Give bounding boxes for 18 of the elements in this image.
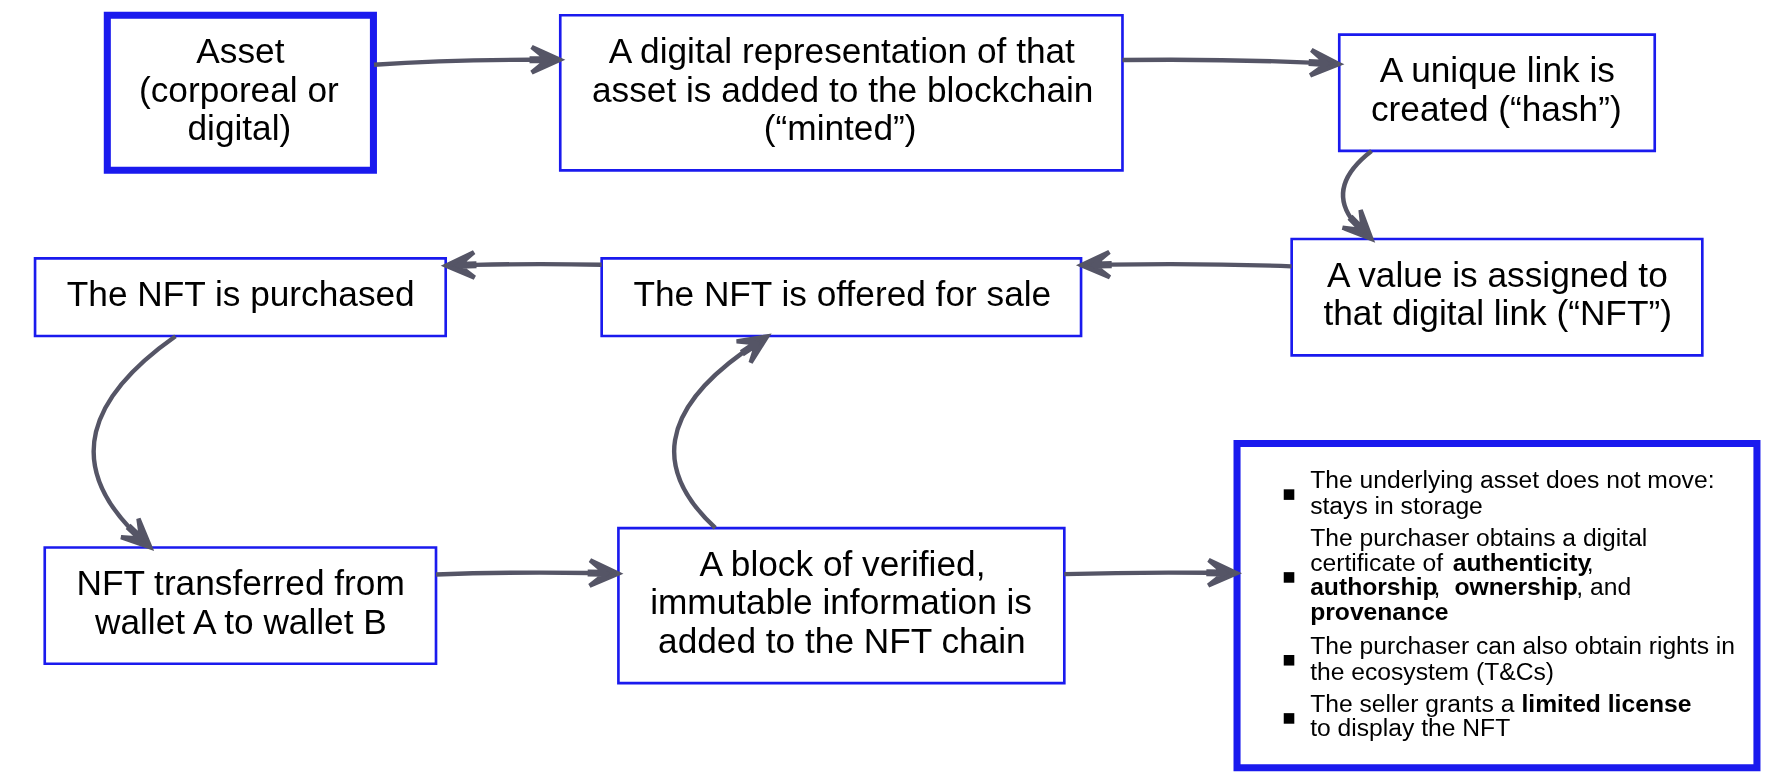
arrow [91,334,177,550]
arrow [1122,47,1342,78]
arrow [1079,249,1292,280]
arrow [672,334,770,530]
node-box: Asset (corporeal or digital) [103,11,377,174]
arrow [443,250,602,280]
node-box: The NFT is purchased [33,257,447,338]
arrow [1340,149,1374,242]
node-box: A unique link is created (“hash”) [1337,33,1657,153]
node-box: A value is assigned to that digital link (“NFT”) [1290,237,1704,357]
node-box: The underlying asset does not move: stays in storage The purchaser obtains a digital certificate of authenticity, authorship, ownership, and provenance The purchaser can also obtain rights in the ecosystem (T&Cs) The seller grants a limited license to display the NFT [1233,439,1761,772]
arrow [1064,557,1239,588]
node-box: A digital representation of that asset is added to the blockchain (“minted”) [558,13,1124,172]
node-box: The NFT is offered for sale [600,257,1083,338]
node-box: NFT transferred from wallet A to wallet B [43,546,438,666]
arrow [436,558,621,588]
arrow [373,44,563,75]
node-box: A block of verified, immutable information is added to the NFT chain [617,526,1066,685]
